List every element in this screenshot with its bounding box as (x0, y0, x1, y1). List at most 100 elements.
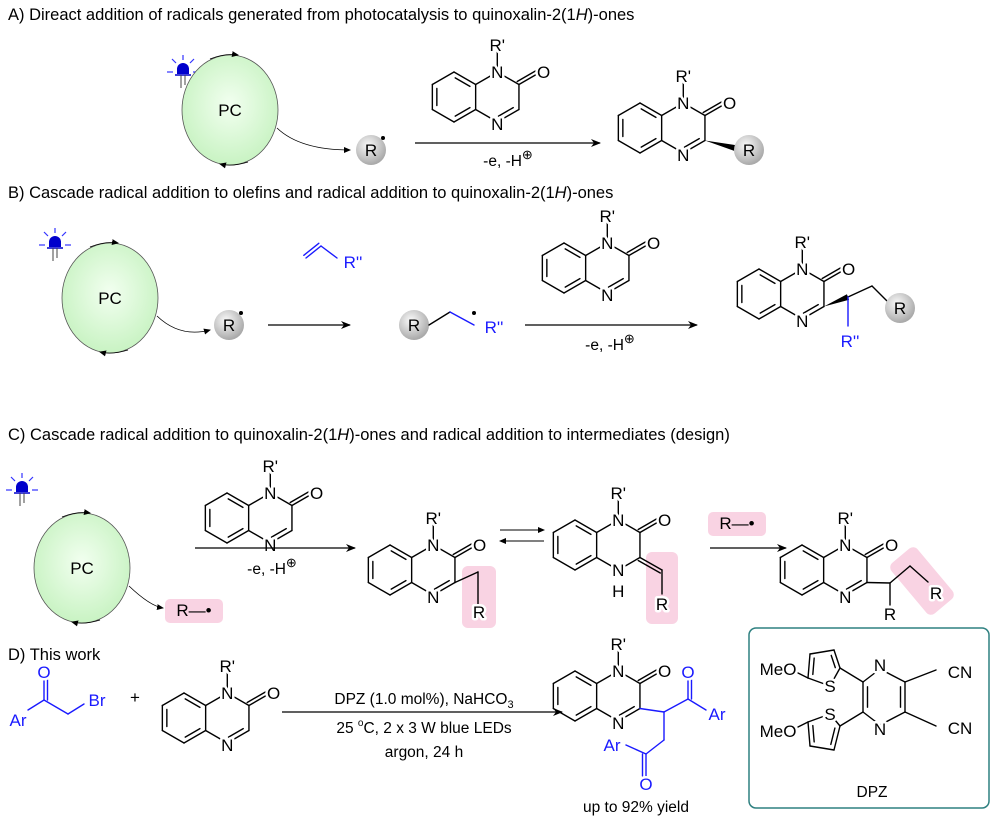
bond (862, 668, 881, 683)
bond (246, 689, 270, 704)
blue-light-icon (167, 55, 199, 88)
bond (617, 670, 641, 685)
atom-label: N (264, 536, 276, 555)
section-a-title: A) Direact addition of radicals generate… (8, 6, 634, 24)
bond (320, 245, 338, 259)
cycle-arrow (99, 349, 129, 357)
yield-label: up to 92% yield (583, 799, 689, 816)
bond (617, 519, 641, 534)
atom-label: N (264, 484, 276, 503)
bond (628, 242, 652, 257)
bond (575, 705, 592, 716)
section-b-title: B) Cascade radical addition to olefins a… (8, 184, 613, 202)
bulb (177, 63, 189, 74)
bond (454, 544, 478, 559)
bond (432, 581, 456, 596)
atom-label: O (37, 663, 50, 682)
bond (822, 544, 847, 559)
bond (833, 725, 841, 751)
bond (617, 556, 641, 571)
bond (552, 519, 576, 534)
bond (410, 581, 435, 596)
plus-sign: + (130, 688, 140, 707)
bond (736, 268, 760, 283)
bond (862, 711, 881, 726)
bond (625, 744, 647, 755)
conditions-catalyst: DPZ (1.0 mol%), NaHCO3 (334, 691, 513, 711)
atom-label: N (677, 94, 689, 113)
bond (390, 550, 407, 561)
cycle-arrow (61, 509, 91, 518)
bond (204, 492, 228, 507)
atom-label: N (491, 63, 503, 82)
bond (27, 699, 45, 711)
bond (574, 519, 598, 534)
bond (801, 544, 825, 559)
bond (866, 544, 890, 559)
bond (575, 554, 592, 565)
bond (687, 698, 707, 711)
bond (759, 303, 776, 314)
bond (497, 106, 514, 117)
atom-label: O (473, 536, 486, 555)
bond (563, 242, 587, 257)
bond (606, 242, 630, 257)
bond (683, 137, 700, 148)
bond (431, 71, 455, 86)
r-group-product-a (734, 135, 764, 165)
bond (564, 248, 581, 259)
bond (410, 544, 435, 559)
bond (844, 581, 868, 596)
bond (389, 581, 413, 596)
bond (801, 305, 825, 320)
bond (204, 529, 228, 544)
release-arrow (128, 585, 164, 611)
wedge-bond (704, 140, 736, 151)
bond (639, 139, 663, 154)
bond (909, 565, 929, 583)
atom-label: N (427, 588, 439, 607)
bond (866, 581, 891, 584)
bond (812, 724, 815, 743)
bond (431, 108, 455, 123)
bond (552, 707, 576, 722)
atom-label: R' (263, 457, 279, 476)
bond (584, 279, 609, 294)
atom-label: N (221, 684, 233, 703)
bond (833, 649, 841, 669)
bond (516, 68, 540, 83)
bond (454, 106, 471, 117)
highlight-r-group (462, 566, 496, 628)
bond (595, 670, 620, 685)
atom-label: R (884, 605, 896, 624)
bond (758, 268, 782, 283)
dpz-label: DPZ (857, 784, 888, 801)
bond (660, 139, 685, 154)
bond (639, 556, 663, 571)
bond (226, 529, 250, 544)
oxidation-conditions: -e, -H⊕ (585, 331, 635, 354)
bond (871, 285, 889, 303)
bond (639, 670, 663, 685)
bond (247, 529, 272, 544)
blue-light-icon (6, 473, 38, 506)
atom-label: R (930, 584, 942, 603)
light-ray (171, 58, 177, 64)
bond (640, 108, 657, 119)
bond (618, 705, 635, 716)
bond (879, 711, 906, 726)
bond (183, 692, 207, 707)
bond (453, 71, 477, 86)
bond (428, 311, 451, 326)
atom-label: O (723, 94, 736, 113)
atom-label: Ar (604, 736, 621, 755)
bond (452, 541, 476, 556)
bond (574, 670, 598, 685)
bond (807, 713, 831, 723)
bond (801, 268, 825, 283)
bond (367, 544, 391, 559)
cycle-arrow (209, 51, 239, 60)
bond (844, 544, 868, 559)
atom-label: N (612, 714, 624, 733)
atom-label: R' (838, 509, 854, 528)
